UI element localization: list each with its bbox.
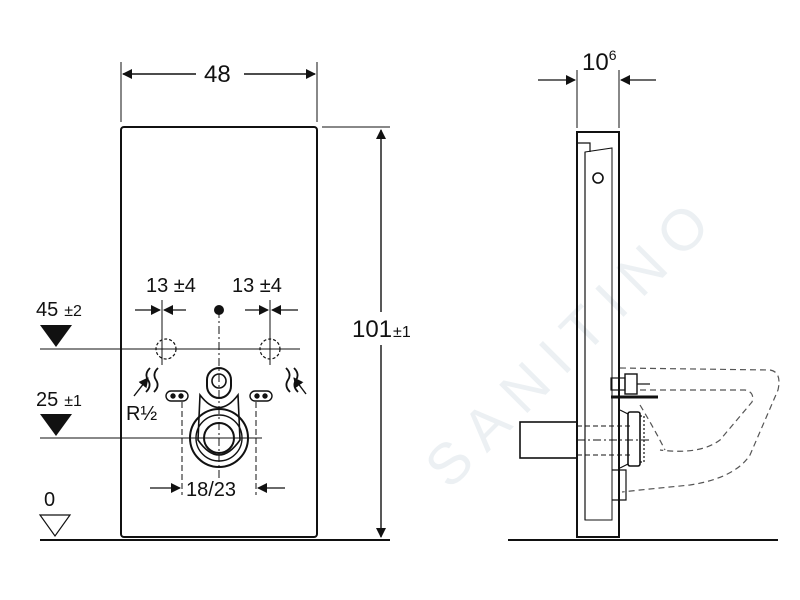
fixing-slot-left — [165, 390, 189, 402]
supply-level-label: 45±2 — [36, 299, 82, 321]
side-drain-connector — [627, 411, 641, 467]
supply-fitting-left — [155, 338, 177, 360]
wc-bowl-outline — [619, 367, 780, 493]
drain-bracket — [197, 392, 241, 456]
height-label: 101±1 — [352, 316, 411, 343]
drain-level-marker — [40, 414, 72, 436]
supply-level-marker — [40, 325, 72, 347]
flush-pipe — [206, 367, 232, 399]
front-panel — [120, 126, 318, 538]
width-label: 48 — [204, 61, 231, 88]
supply-fitting-right — [259, 338, 281, 360]
watermark: SANITINO — [413, 181, 732, 500]
side-button — [592, 172, 604, 184]
center-dot — [214, 305, 224, 315]
front-view — [38, 62, 390, 541]
side-panel — [576, 131, 620, 538]
drain-spacing-label: 18/23 — [186, 479, 236, 501]
side-view — [508, 70, 780, 541]
fixing-slot-right — [249, 390, 273, 402]
left-offset-label: 13 ±4 — [146, 275, 196, 297]
right-offset-label: 13 ±4 — [232, 275, 282, 297]
side-supply-connector — [624, 373, 638, 395]
water-arrow-left — [145, 367, 159, 393]
thread-label: R½ — [126, 403, 157, 425]
drain-level-label: 25±1 — [36, 389, 82, 411]
floor-level-marker — [38, 514, 72, 538]
floor-level-label: 0 — [44, 489, 55, 511]
depth-label: 106 — [582, 47, 617, 76]
